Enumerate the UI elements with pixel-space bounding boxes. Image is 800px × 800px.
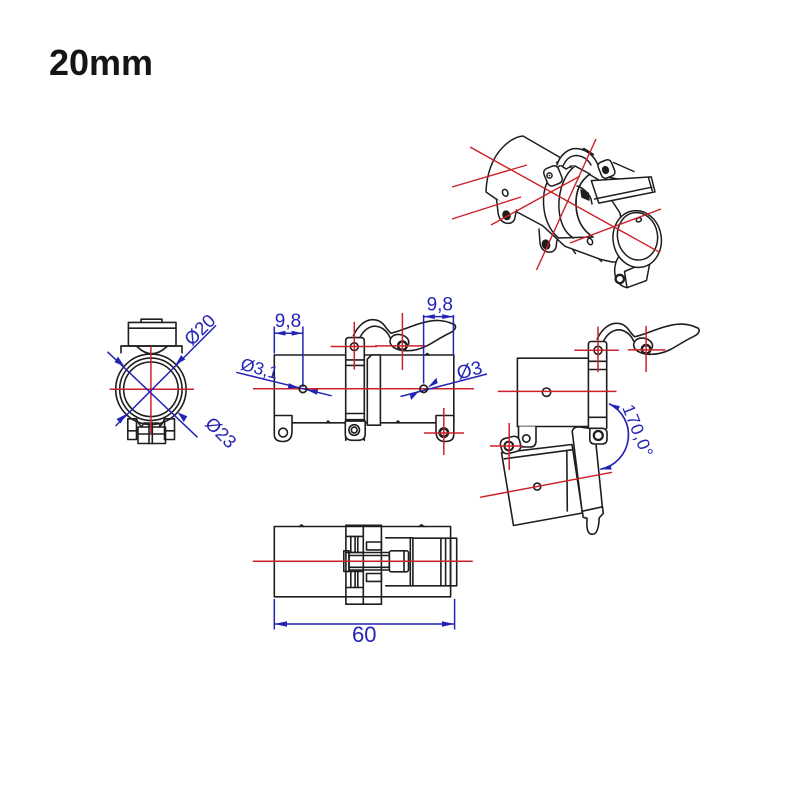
svg-text:9,8: 9,8	[427, 295, 453, 316]
svg-text:20mm: 20mm	[49, 42, 153, 83]
svg-text:60: 60	[352, 622, 376, 647]
svg-text:9,8: 9,8	[275, 311, 301, 332]
